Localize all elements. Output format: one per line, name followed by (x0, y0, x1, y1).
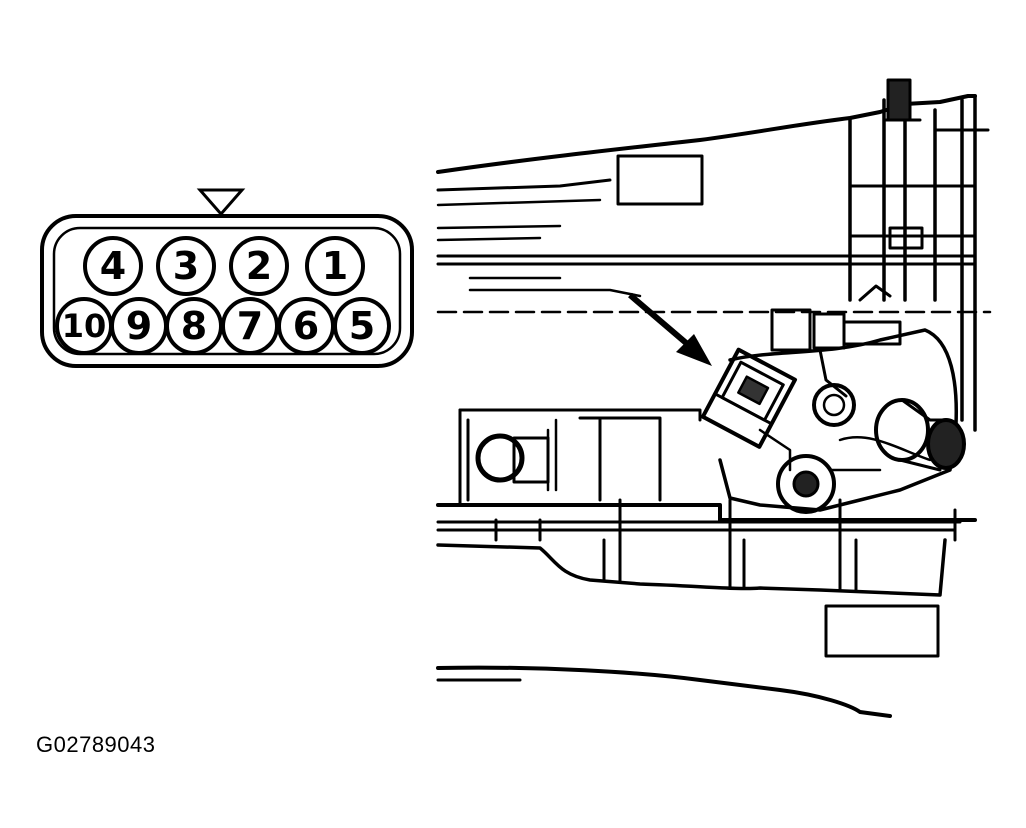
pin-number: 1 (322, 244, 348, 288)
pan-left-wall (458, 408, 470, 507)
pin-cavity: 5 (333, 297, 391, 355)
bell-housing-flange (848, 118, 990, 238)
pin-number: 5 (349, 304, 375, 348)
connector-key-triangle (196, 188, 246, 217)
oil-pan-rail (436, 503, 977, 522)
connector-housing-inner (52, 226, 402, 356)
pin-cavity: 8 (165, 297, 223, 355)
oil-pan-rail-2 (436, 520, 962, 532)
pin-number: 9 (126, 304, 152, 348)
pan-mid-block (458, 408, 702, 502)
case-upper-outline-2 (436, 178, 612, 192)
pan-left-fitting-lines (546, 418, 558, 492)
oil-pan-bolts (494, 498, 957, 542)
fitting-arm (818, 284, 892, 398)
oil-pan-block (824, 604, 940, 658)
gear-hub (792, 470, 820, 498)
pin-number: 7 (237, 304, 263, 348)
bell-housing-bolt (886, 78, 912, 122)
cooler-line-fitting-2 (926, 418, 966, 470)
bell-housing-boss (888, 226, 924, 250)
case-side-lines (468, 276, 642, 298)
pin-cavity: 7 (221, 297, 279, 355)
case-upper-lines (436, 198, 602, 242)
oil-pan-body (436, 538, 947, 597)
case-parting-line (436, 254, 977, 266)
pin-cavity: 3 (156, 236, 216, 296)
pin-cavity: 1 (305, 236, 365, 296)
pointer-arrow (628, 292, 712, 366)
round-port-inner (822, 393, 846, 417)
pin-number: 4 (100, 244, 126, 288)
pan-left-fitting (475, 433, 525, 483)
figure-code: G02789043 (36, 732, 156, 757)
connector-face: 4 3 2 1 10 (40, 188, 414, 368)
valve-body-detail (758, 428, 932, 472)
case-upper-boss (616, 154, 704, 206)
bell-housing (848, 94, 977, 432)
round-port (812, 383, 856, 427)
pin-cavity: 2 (229, 236, 289, 296)
case-upper-outline (436, 94, 977, 174)
pin-number: 3 (173, 244, 199, 288)
fitting-block (770, 308, 812, 352)
transmission-illustration (436, 78, 992, 718)
extension-housing (436, 665, 892, 718)
pin-cavity: 4 (83, 236, 143, 296)
cooler-line-tube (898, 398, 950, 472)
angled-switch (700, 347, 798, 449)
oil-pan-ribs (602, 538, 858, 592)
pin-number: 2 (246, 244, 272, 288)
pin-number: 10 (62, 307, 107, 345)
fitting-nut (812, 312, 846, 350)
gear-wheel (776, 454, 836, 514)
connector-top-row: 4 3 2 1 (83, 236, 365, 296)
pin-cavity: 10 (55, 297, 113, 355)
connector-bottom-row: 10 9 8 7 6 (55, 297, 391, 355)
cooler-line-fitting (874, 398, 930, 462)
pin-cavity: 9 (110, 297, 168, 355)
pin-cavity: 6 (277, 297, 335, 355)
pin-number: 8 (181, 304, 207, 348)
pin-number: 6 (293, 304, 319, 348)
